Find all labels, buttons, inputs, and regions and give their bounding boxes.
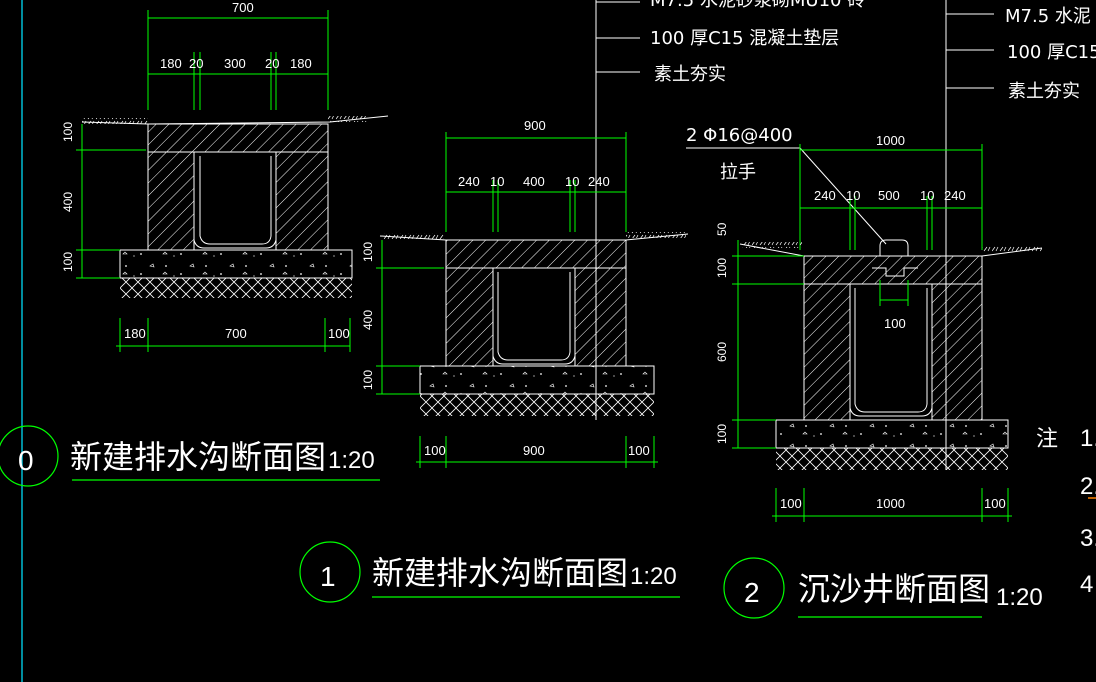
dim-bottom: 900: [523, 443, 545, 458]
dim-top-part: 240: [814, 188, 836, 203]
dim-top-part: 180: [290, 56, 312, 71]
section-2-drawing: 2 Φ16@400 拉手 1000 240 10 500 10 240: [686, 125, 1043, 522]
note-compacted-soil: 素土夯实: [654, 64, 726, 85]
dim-left: 100: [715, 258, 729, 278]
dim-top-part: 20: [265, 56, 279, 71]
dim-top-part: 10: [846, 188, 860, 203]
section-1-drawing: 900 240 10 400 10 240 100 400 100: [361, 118, 689, 468]
section-title: 沉沙井断面图: [798, 570, 990, 608]
dim-left: 400: [61, 192, 75, 212]
dim-left: 100: [361, 370, 375, 390]
section-number: 2: [744, 577, 760, 608]
dim-bottom: 700: [225, 326, 247, 341]
dim-left: 100: [61, 122, 75, 142]
section-scale: 1:20: [996, 584, 1043, 611]
section-scale: 1:20: [328, 447, 375, 474]
dim-top-total: 1000: [876, 133, 905, 148]
notes-label: 注: [1036, 427, 1058, 452]
dim-bottom: 180: [124, 326, 146, 341]
dim-left: 400: [361, 310, 375, 330]
dim-top-total: 700: [232, 0, 254, 15]
material-notes-right: M7.5 水泥 100 厚C15 素土夯实: [946, 6, 1096, 102]
dim-left: 600: [715, 342, 729, 362]
note-concrete-cushion: 100 厚C15 混凝土垫层: [650, 28, 839, 49]
note-mortar: M7.5 水泥砂浆砌MU10 砖: [650, 0, 865, 11]
dim-left: 50: [715, 222, 729, 236]
side-notes: 注 1. 2. 3. 4: [1036, 425, 1096, 598]
dim-handle: 100: [884, 316, 906, 331]
rebar-name: 拉手: [720, 162, 756, 183]
dim-bottom: 100: [424, 443, 446, 458]
dim-left: 100: [361, 242, 375, 262]
section-scale: 1:20: [630, 563, 677, 590]
dim-top-part: 240: [458, 174, 480, 189]
note-item: 3.: [1080, 525, 1096, 552]
note-soil-right: 素土夯实: [1008, 81, 1080, 102]
note-item: 4: [1080, 571, 1093, 598]
dim-left: 100: [61, 252, 75, 272]
dim-top-part: 10: [490, 174, 504, 189]
rebar-spec: 2 Φ16@400: [686, 125, 793, 146]
dim-top-part: 400: [523, 174, 545, 189]
dim-top-part: 500: [878, 188, 900, 203]
dim-top-part: 20: [189, 56, 203, 71]
dim-bottom: 100: [628, 443, 650, 458]
dim-bottom: 1000: [876, 496, 905, 511]
dim-left: 100: [715, 424, 729, 444]
dim-bottom: 100: [328, 326, 350, 341]
section-title: 新建排水沟断面图: [70, 438, 326, 476]
note-concrete-right: 100 厚C15: [1007, 42, 1096, 63]
section-number: 1: [320, 561, 336, 592]
dim-top-part: 300: [224, 56, 246, 71]
dim-top-part: 10: [565, 174, 579, 189]
dim-bottom: 100: [984, 496, 1006, 511]
dim-top-total: 900: [524, 118, 546, 133]
dim-top-part: 240: [588, 174, 610, 189]
dim-bottom: 100: [780, 496, 802, 511]
note-item: 1.: [1080, 425, 1096, 452]
dim-top-part: 180: [160, 56, 182, 71]
section-0-drawing: 700 180 20 300 20 180 100 400 100: [61, 0, 389, 352]
dim-top-part: 240: [944, 188, 966, 203]
title-block-2: 2 沉沙井断面图 1:20: [723, 557, 1043, 619]
material-notes-left: M7.5 水泥砂浆砌MU10 砖 100 厚C15 混凝土垫层 素土夯实: [596, 0, 865, 85]
note-item: 2.: [1080, 473, 1096, 500]
section-title: 新建排水沟断面图: [372, 554, 628, 592]
title-block-0: 0 新建排水沟断面图 1:20: [0, 425, 380, 487]
title-block-1: 1 新建排水沟断面图 1:20: [299, 541, 680, 603]
dim-top-part: 10: [920, 188, 934, 203]
note-mortar-right: M7.5 水泥: [1005, 6, 1091, 27]
section-number: 0: [18, 445, 34, 476]
